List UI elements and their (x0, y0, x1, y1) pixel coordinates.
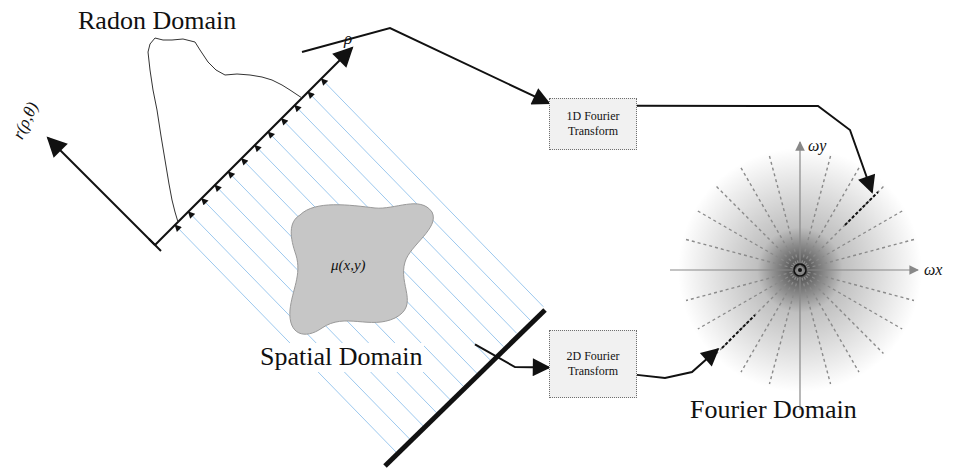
projection-ray (268, 132, 490, 360)
projection-ray (255, 145, 477, 373)
flow-arrow (475, 344, 549, 367)
domain-heading: Fourier Domain (690, 396, 857, 425)
radon-profile: Radon Domain (70, 4, 302, 226)
axis-tick (149, 239, 161, 251)
function-label: μ(x,y) (331, 257, 366, 274)
object-region: μ(x,y) Spatial Domain (255, 195, 475, 375)
axis-label: ωx (924, 262, 942, 278)
origin-dot (798, 268, 802, 272)
axis-label: r(ρ,θ) (9, 99, 41, 141)
r-axis (48, 138, 155, 245)
process-box: 2D Fourier Transform (549, 330, 637, 398)
flow-arrow (302, 28, 549, 103)
projection-ray (242, 159, 464, 387)
projection-ray (175, 225, 397, 453)
process-box: 1D Fourier Transform (549, 98, 637, 150)
projection-ray (215, 185, 437, 413)
slice-line (845, 192, 878, 225)
axis-label: ωy (808, 138, 826, 154)
projection-ray (281, 119, 503, 347)
box-label: 2D Fourier Transform (554, 349, 632, 379)
box-label: 1D Fourier Transform (554, 109, 632, 139)
flow-arrow (637, 349, 718, 378)
projection-ray (228, 172, 450, 400)
projection-ray (321, 79, 543, 307)
detector-bar (385, 310, 545, 466)
fourier-region: Fourier Domain (718, 192, 918, 430)
projection-rays (175, 79, 543, 453)
projection-profile (148, 38, 302, 222)
slice-line (722, 315, 755, 348)
axis-label: ρ (344, 30, 352, 47)
origin-ring (794, 264, 806, 276)
domain-heading: Radon Domain (78, 7, 236, 36)
domain-heading: Spatial Domain (258, 343, 424, 372)
flow-arrow (637, 106, 872, 192)
object-blob (290, 204, 434, 334)
